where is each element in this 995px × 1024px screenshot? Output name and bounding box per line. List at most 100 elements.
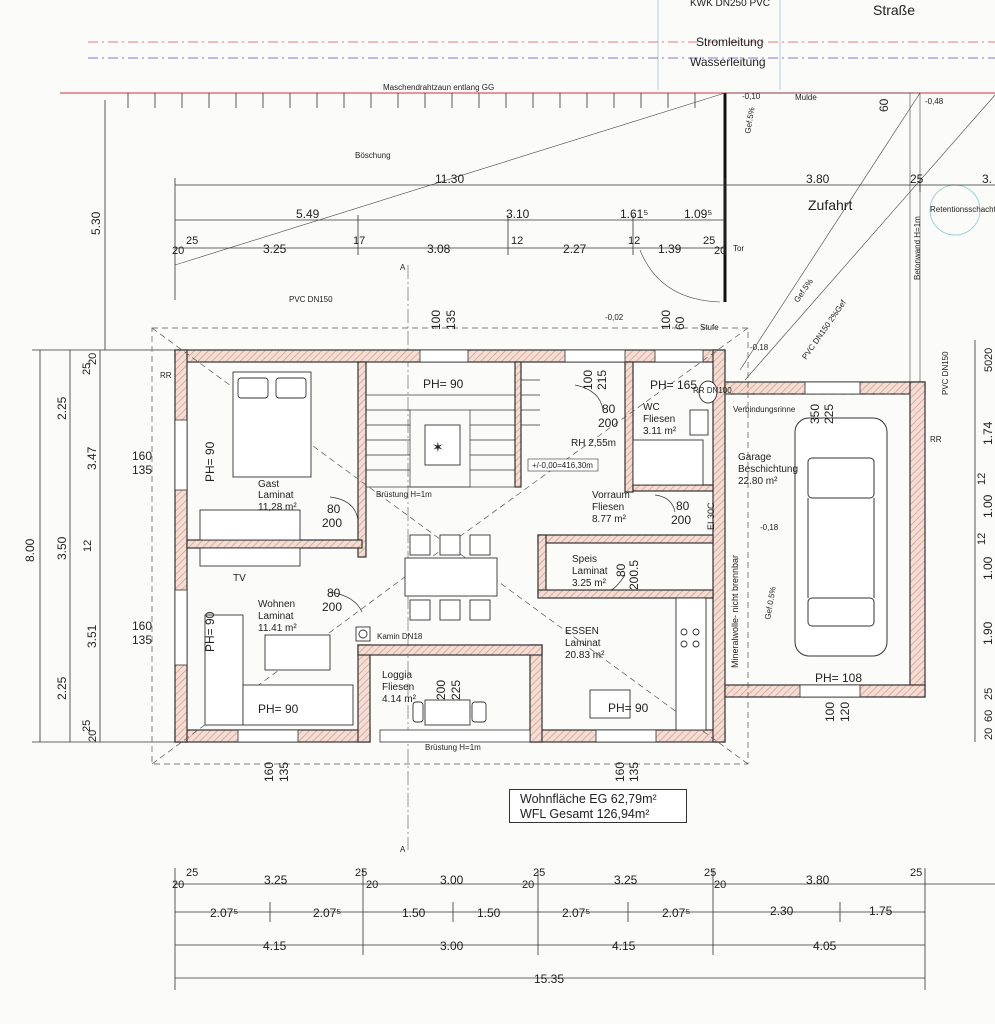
trough-label: Mulde bbox=[795, 93, 817, 102]
door-garage-w: 80 bbox=[676, 499, 690, 513]
dim-b-3-25a: 3.25 bbox=[264, 873, 288, 887]
vorraum-area: 8.77 m² bbox=[592, 514, 627, 525]
door-entry-h: 215 bbox=[595, 370, 609, 390]
dim-top-1-39: 1.39 bbox=[658, 242, 682, 256]
dim-left-2-25b: 2.25 bbox=[55, 676, 69, 700]
dim-b-2-07a: 2.07⁵ bbox=[210, 906, 238, 920]
gast-floor: Laminat bbox=[258, 490, 294, 501]
pvc-gef-label: PVC DN150 2%Gef bbox=[800, 298, 848, 361]
bed bbox=[232, 371, 312, 478]
pvc-label: PVC DN150 bbox=[289, 295, 333, 304]
dim-left-2-25a: 2.25 bbox=[55, 396, 69, 420]
gate-label: Tor bbox=[733, 244, 744, 253]
win-wohnen-bottom-h: 135 bbox=[277, 762, 291, 782]
dim-top-5-49: 5.49 bbox=[296, 207, 320, 221]
dim-b-total: 15.35 bbox=[534, 972, 564, 986]
water-line-label: Wasserleitung bbox=[690, 55, 766, 69]
loggia-name: Loggia bbox=[382, 670, 412, 681]
dim-b-2-07c: 2.07⁵ bbox=[562, 906, 590, 920]
dim-left-3-47: 3.47 bbox=[85, 446, 99, 470]
wc-ph: PH= 165 bbox=[650, 378, 697, 392]
dim-left-20a: 20 bbox=[87, 353, 99, 365]
dim-top-12a: 12 bbox=[511, 235, 523, 247]
wohnen-name: Wohnen bbox=[258, 599, 295, 610]
dim-b-25b: 25 bbox=[355, 867, 367, 879]
street-area: KWK DN250 PVC Straße Stromleitung Wasser… bbox=[60, 0, 995, 94]
garage-door-h: 225 bbox=[822, 404, 836, 424]
insulation-label: Mineralwolle- nicht brennbar bbox=[730, 555, 740, 668]
section-bottom: A bbox=[400, 845, 406, 854]
wohnen-ph: PH= 90 bbox=[258, 702, 299, 716]
dim-top-20b: 20 bbox=[714, 245, 726, 257]
step-label: Stufe bbox=[700, 323, 719, 332]
essen-floor: Laminat bbox=[565, 638, 601, 649]
dim-top-3-10: 3.10 bbox=[506, 207, 530, 221]
wc-area: 3.11 m² bbox=[643, 426, 677, 437]
dim-b-4-15b: 4.15 bbox=[612, 939, 636, 953]
room-wc: WC Fliesen 3.11 m² PH= 165 bbox=[643, 378, 697, 437]
dim-b-1-50a: 1.50 bbox=[402, 906, 426, 920]
win-wohnen-h: 135 bbox=[132, 633, 152, 647]
fire-door-label: EI 30C bbox=[706, 502, 716, 530]
door-entry-w: 100 bbox=[581, 370, 595, 390]
room-loggia: Loggia Fliesen 4.14 m² bbox=[382, 670, 417, 705]
door-speis-h: 200.5 bbox=[627, 560, 641, 590]
win-stair-h: 135 bbox=[444, 310, 458, 330]
wohnen-ph-side: PH= 90 bbox=[203, 611, 217, 652]
car bbox=[794, 417, 888, 657]
kitchen-counter bbox=[589, 597, 707, 731]
essen-area: 20.83 m² bbox=[565, 650, 605, 661]
dim-right-60: 60 bbox=[983, 710, 995, 722]
loggia-railing: Brüstung H=1m bbox=[425, 743, 481, 752]
stair-railing: Brüstung H=1m bbox=[376, 490, 432, 499]
tv-label: TV bbox=[233, 573, 246, 584]
street-label: Straße bbox=[873, 2, 915, 18]
dim-left-20b: 20 bbox=[87, 730, 99, 742]
door-wc-w: 80 bbox=[602, 402, 616, 416]
garage-gradient: Gef.0.5% bbox=[763, 586, 778, 620]
door-swings bbox=[329, 384, 676, 613]
dim-right-25a: 25 bbox=[983, 688, 995, 700]
garage-name: Garage bbox=[738, 452, 772, 463]
wc-fixtures bbox=[632, 380, 718, 486]
room-essen: ESSEN Laminat 20.83 m² PH= 90 bbox=[565, 626, 649, 715]
dim-top-12b: 12 bbox=[628, 235, 640, 247]
win-wohnen-bottom-w: 160 bbox=[262, 762, 276, 782]
level-reference: +/-0,00=416,30m bbox=[532, 461, 593, 470]
rr-dn-label: RR DN100 bbox=[693, 386, 732, 395]
dim-top-25a: 25 bbox=[186, 235, 198, 247]
dim-top-3-25: 3.25 bbox=[263, 242, 287, 256]
dim-b-3-80: 3.80 bbox=[806, 873, 830, 887]
win-wc-w: 100 bbox=[659, 310, 673, 330]
garage-ph: PH= 108 bbox=[815, 671, 862, 685]
dim-b-25c: 25 bbox=[533, 867, 545, 879]
stair-labels: PH= 90 RH 2,55m +/-0,00=416,30m Brüstung… bbox=[376, 377, 796, 752]
loggia-furniture bbox=[412, 699, 487, 726]
win-wc-h: 60 bbox=[673, 316, 687, 330]
vorraum-floor: Fliesen bbox=[592, 502, 624, 513]
dim-right-50: 50 bbox=[983, 360, 995, 372]
dim-b-3-25b: 3.25 bbox=[614, 873, 638, 887]
fireplace-icon bbox=[355, 626, 371, 642]
stair-ph: PH= 90 bbox=[423, 377, 464, 391]
room-wohnen: Wohnen Laminat 11.41 m² TV PH= 90 PH= 90 bbox=[203, 573, 299, 716]
gast-area: 11,28 m² bbox=[258, 502, 297, 513]
top-dimensions bbox=[174, 178, 995, 300]
living-area-total: WFL Gesamt 126,94m² bbox=[520, 807, 650, 821]
wohnen-area: 11.41 m² bbox=[258, 623, 297, 634]
room-vorraum: Vorraum Fliesen 8.77 m² bbox=[592, 490, 630, 525]
door-speis-w: 80 bbox=[614, 563, 628, 577]
loggia-door-h: 225 bbox=[449, 680, 463, 700]
garage-door-w: 350 bbox=[808, 404, 822, 424]
wc-floor: Fliesen bbox=[643, 414, 675, 425]
door-wc-h: 200 bbox=[598, 416, 618, 430]
level-d: -0,18 bbox=[750, 343, 769, 352]
dim-left-8-00: 8.00 bbox=[23, 538, 37, 562]
dim-left-3-51: 3.51 bbox=[85, 624, 99, 648]
wardrobe bbox=[199, 509, 301, 541]
dim-top-60: 60 bbox=[877, 98, 891, 112]
fireplace-label: Kamin DN18 bbox=[377, 632, 423, 641]
fence-ticks bbox=[127, 93, 696, 108]
dim-left-12: 12 bbox=[82, 540, 94, 552]
door-gast-w: 80 bbox=[327, 502, 341, 516]
